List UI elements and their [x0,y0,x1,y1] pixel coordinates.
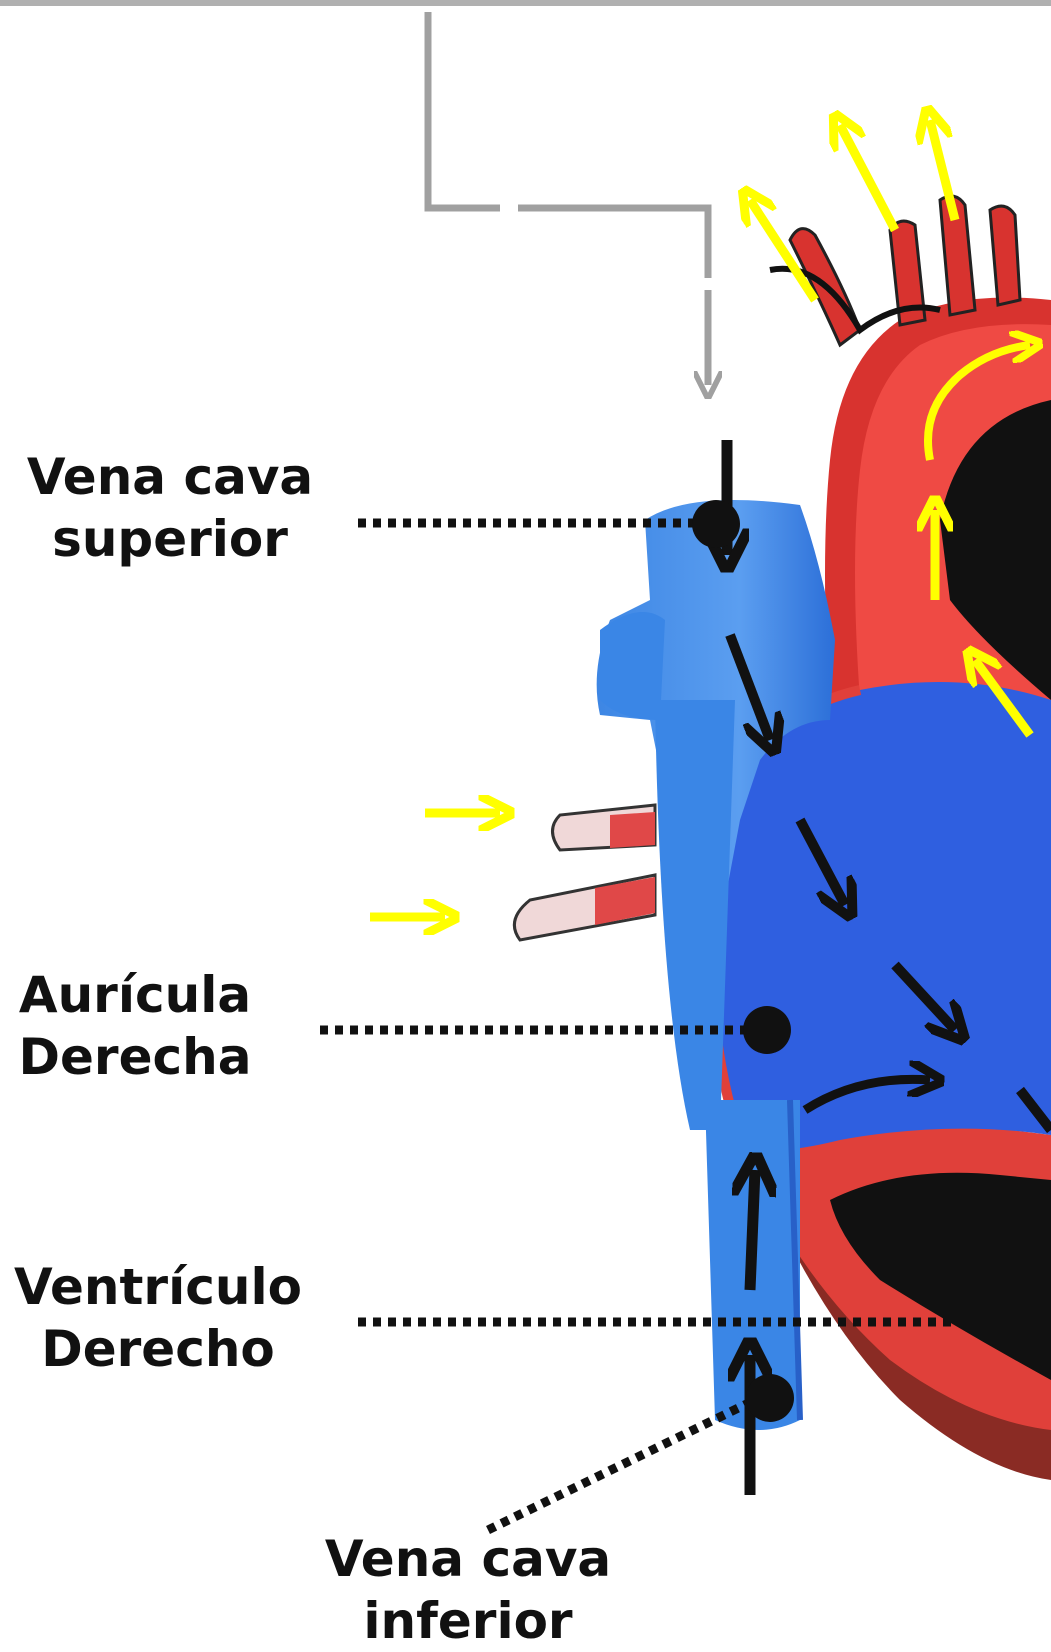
pointer-dot [743,1006,791,1054]
connector-line [428,12,500,208]
label-line: superior [20,508,320,570]
blood-flow-arrow [750,1170,755,1290]
connector-line [518,208,708,278]
label-vena-cava-inferior: Vena cava inferior [318,1528,618,1652]
pointer-dot [692,500,740,548]
leader-line [488,1395,765,1530]
label-line: Vena cava [318,1528,618,1590]
label-ventriculo-derecho: Ventrículo Derecho [8,1256,308,1380]
oxygen-flow-arrow [840,125,895,230]
label-line: Ventrículo [8,1256,308,1318]
label-line: inferior [318,1590,618,1652]
pointer-dot [746,1374,794,1422]
aortic-branch [990,206,1020,305]
label-line: Vena cava [20,446,320,508]
label-line: Derecho [8,1318,308,1380]
pulmonary-vein-red [610,812,655,848]
top-border [0,0,1051,6]
label-line: Derecha [10,1026,260,1088]
label-vena-cava-superior: Vena cava superior [20,446,320,570]
label-line: Aurícula [10,964,260,1026]
label-auricula-derecha: Aurícula Derecha [10,964,260,1088]
